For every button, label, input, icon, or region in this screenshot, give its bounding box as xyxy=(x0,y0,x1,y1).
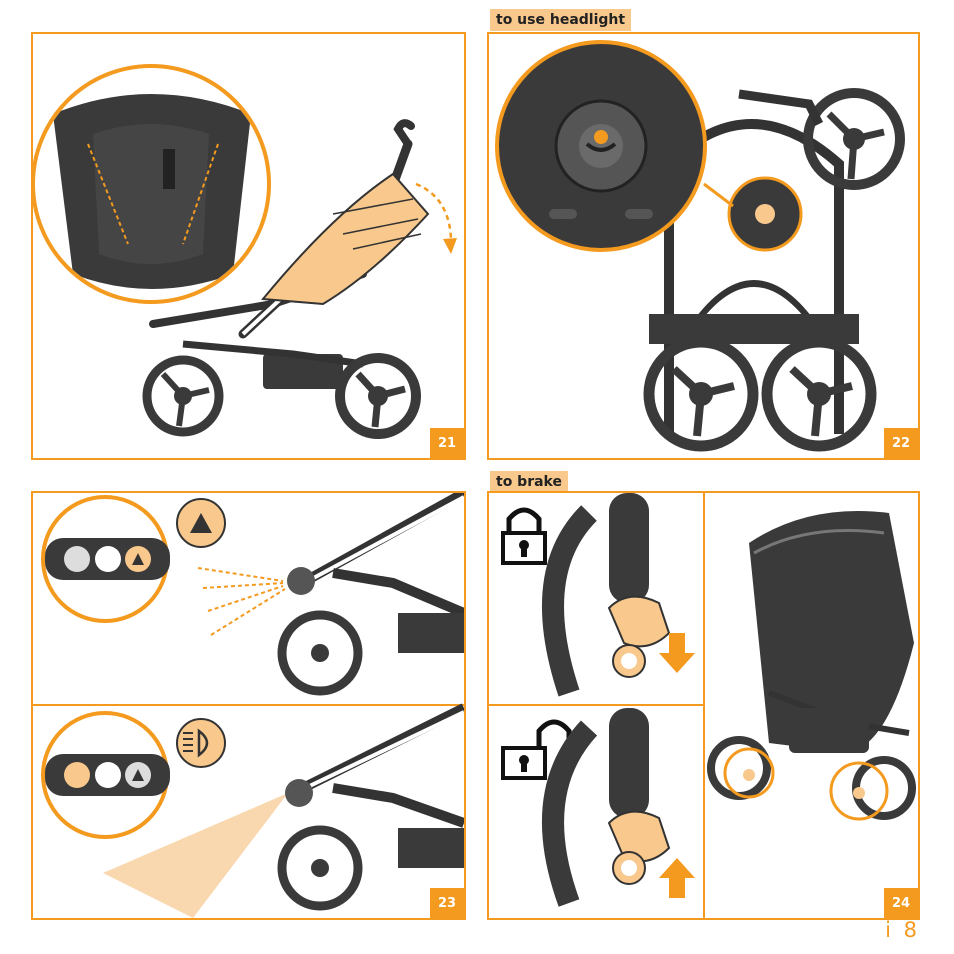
step-21-panel: 21 xyxy=(31,32,466,460)
step-23-number: 23 xyxy=(430,888,464,918)
brake-section-label: to brake xyxy=(490,471,568,493)
headlight-hazard-illustration xyxy=(33,493,464,918)
stroller-canopy-illustration xyxy=(33,34,464,458)
folded-stroller-headlight-illustration xyxy=(489,34,918,458)
lock-closed-icon xyxy=(503,510,545,563)
headlight-section-label: to use headlight xyxy=(490,9,631,31)
step-24-number: 24 xyxy=(884,888,918,918)
step-23-panel: 23 xyxy=(31,491,466,920)
brake-illustration xyxy=(489,493,918,918)
step-22-number: 22 xyxy=(884,428,918,458)
step-21-number: 21 xyxy=(430,428,464,458)
step-22-panel: 22 xyxy=(487,32,920,460)
step-24-panel: 24 xyxy=(487,491,920,920)
page-number: i 8 xyxy=(885,918,920,942)
